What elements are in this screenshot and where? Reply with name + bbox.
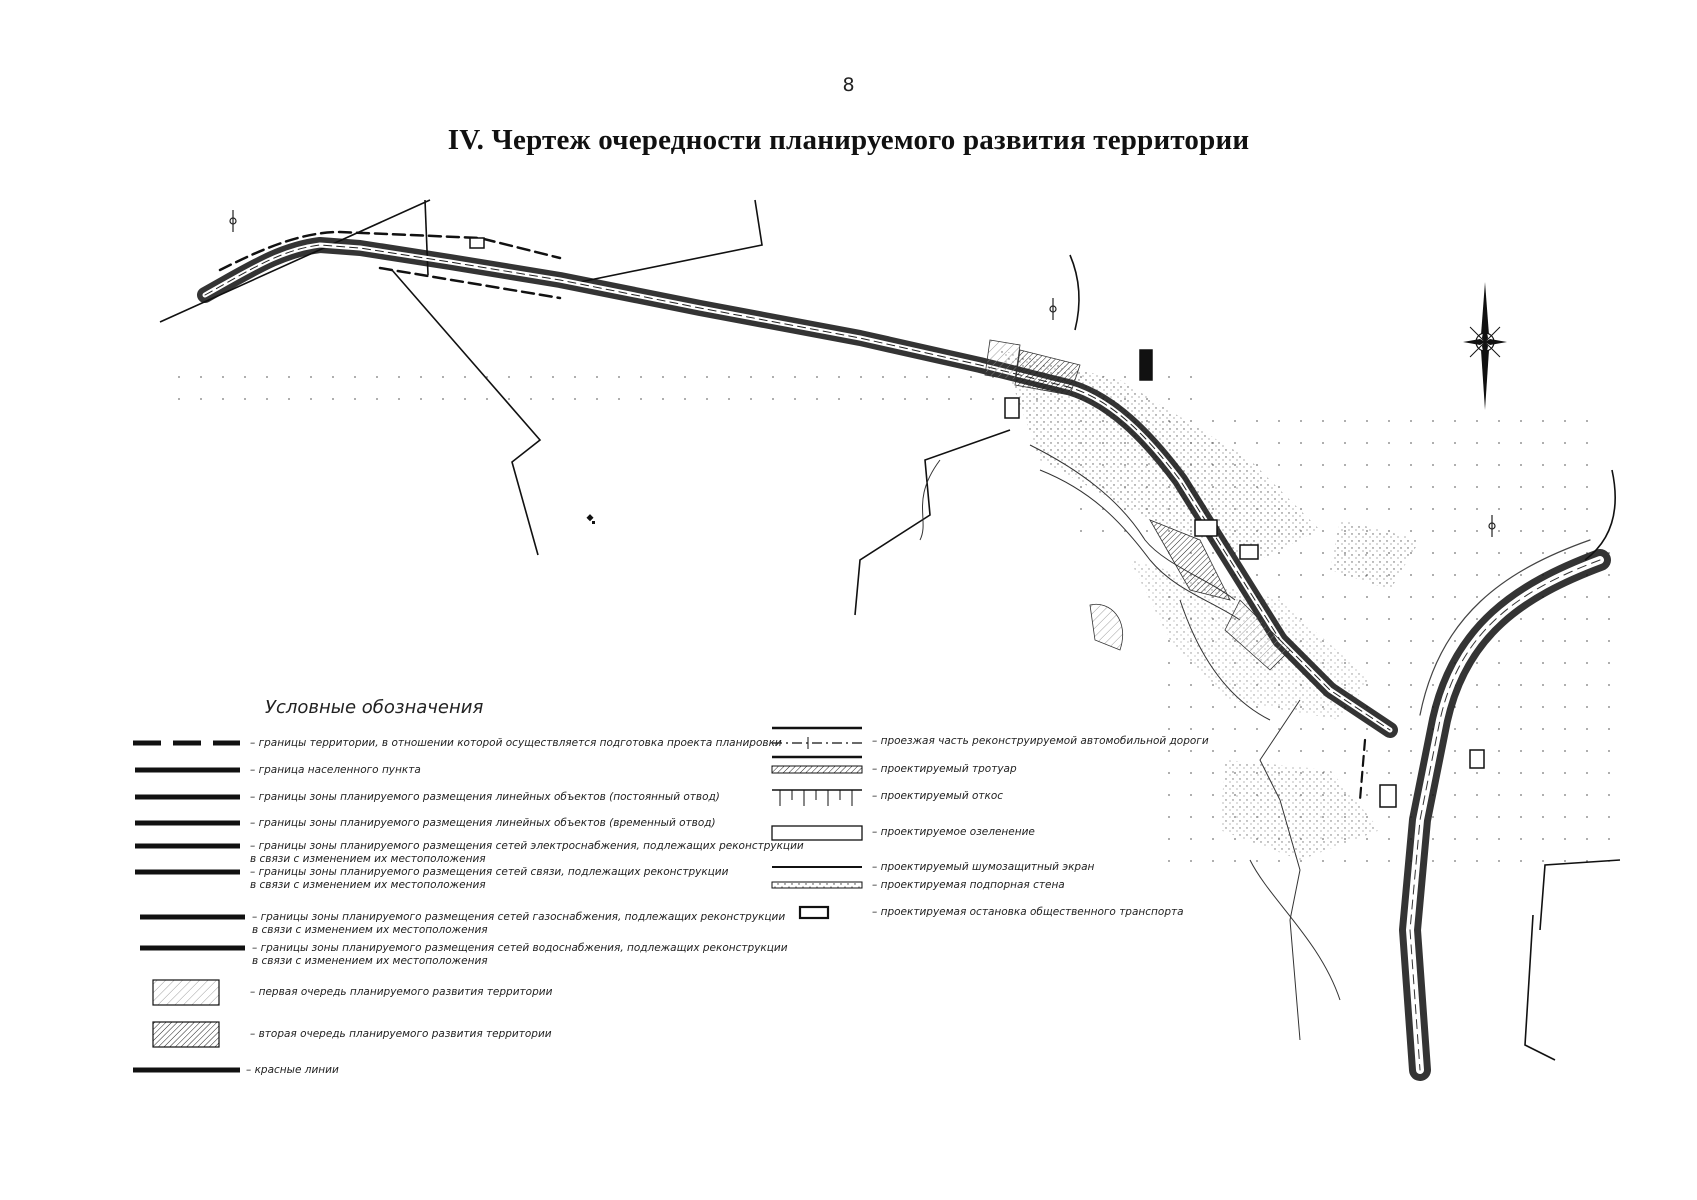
north-markers xyxy=(229,210,1496,537)
legend-item-first-stage: – первая очередь планируемого развития т… xyxy=(250,986,553,998)
legend-title: Условные обозначения xyxy=(265,697,484,718)
legend-item-retaining-wall: – проектируемая подпорная стена xyxy=(872,879,1065,891)
survey-point xyxy=(586,514,595,524)
page-number: 8 xyxy=(842,74,855,96)
legend-item-settlement-boundary: – граница населенного пункта xyxy=(250,764,421,776)
legend-item-bus-stop: – проектируемая остановка общественного … xyxy=(872,906,1184,918)
legend-item-water-networks: – границы зоны планируемого размещения с… xyxy=(252,942,788,967)
structures xyxy=(469,237,1485,808)
road-corridor xyxy=(197,230,1611,1081)
legend-item-permanent-allotment: – границы зоны планируемого размещения л… xyxy=(250,791,720,803)
legend-item-temporary-allotment: – границы зоны планируемого размещения л… xyxy=(250,817,716,829)
development-stage-zones xyxy=(984,339,1291,671)
legend-item-carriageway: – проезжая часть реконструируемой автомо… xyxy=(872,735,1209,747)
page-title: IV. Чертеж очередности планируемого разв… xyxy=(447,124,1250,156)
legend-item-sidewalk: – проектируемый тротуар xyxy=(872,763,1017,775)
legend-item-communication-networks: – границы зоны планируемого размещения с… xyxy=(250,866,729,891)
legend-item-power-networks: – границы зоны планируемого размещения с… xyxy=(250,840,804,865)
legend-symbols-right xyxy=(771,726,863,920)
legend-item-gas-networks: – границы зоны планируемого размещения с… xyxy=(252,911,786,936)
legend-item-territory-boundary: – границы территории, в отношении которо… xyxy=(250,737,782,749)
legend-item-slope: – проектируемый откос xyxy=(872,790,1004,802)
legend-symbols-left xyxy=(133,740,245,1073)
legend-item-noise-screen: – проектируемый шумозащитный экран xyxy=(872,861,1095,873)
legend-item-greenery: – проектируемое озеленение xyxy=(872,826,1035,838)
legend-item-red-lines: – красные линии xyxy=(246,1064,339,1076)
legend-item-second-stage: – вторая очередь планируемого развития т… xyxy=(250,1028,552,1040)
compass-rose-icon xyxy=(1463,282,1507,410)
